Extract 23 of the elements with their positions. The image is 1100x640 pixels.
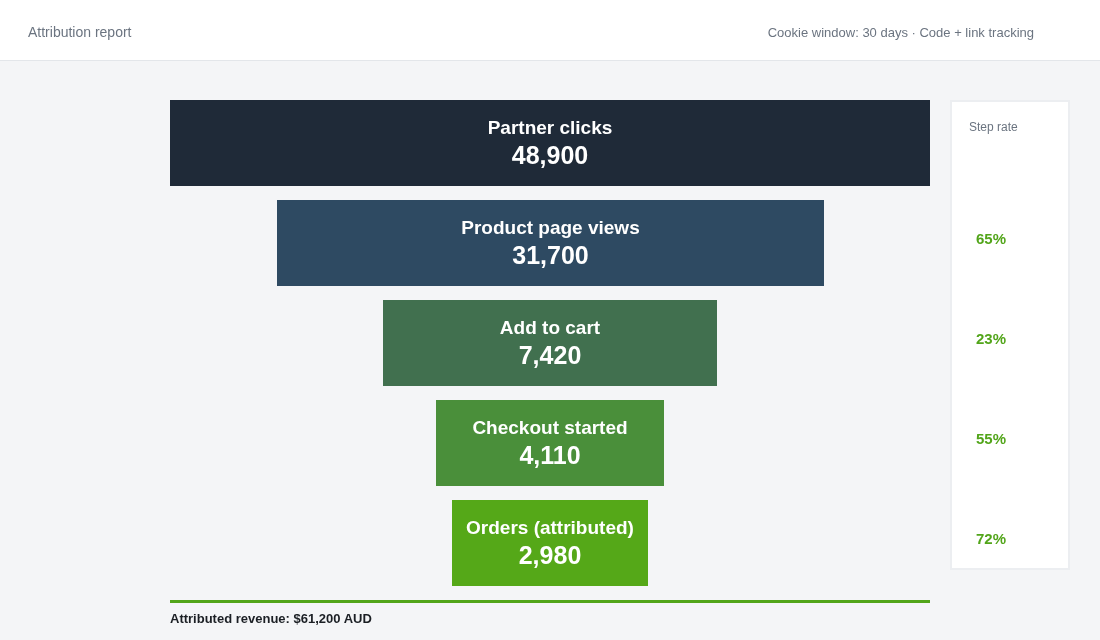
stage-count: 31,700 (512, 240, 589, 270)
stage-label: Add to cart (499, 316, 601, 340)
report-title: Attribution report (28, 24, 132, 40)
stage-count: 7,420 (518, 340, 582, 370)
funnel-bar (170, 100, 930, 186)
funnel-bar (383, 300, 717, 386)
stage-count: 48,900 (511, 140, 589, 170)
stage-count: 2,980 (518, 540, 582, 570)
funnel-bar (452, 500, 648, 586)
stage-label: Orders (attributed) (466, 516, 634, 540)
funnel-bar (436, 400, 664, 486)
stage-label: Product page views (461, 216, 640, 240)
step-rate-value: 55% (976, 430, 1007, 447)
step-rate-value: 23% (976, 330, 1007, 347)
stage-count: 4,110 (519, 440, 581, 470)
tracking-info: Cookie window: 30 days · Code + link tracking (767, 25, 1034, 40)
funnel-bar (277, 200, 824, 286)
revenue-summary: Attributed revenue: $61,200 AUD (170, 611, 372, 626)
panel-heading: Step rate (969, 120, 1018, 134)
step-rate-value: 65% (976, 230, 1007, 247)
step-rate-value: 72% (976, 530, 1007, 547)
stage-label: Partner clicks (487, 116, 613, 140)
stage-label: Checkout started (472, 416, 628, 440)
